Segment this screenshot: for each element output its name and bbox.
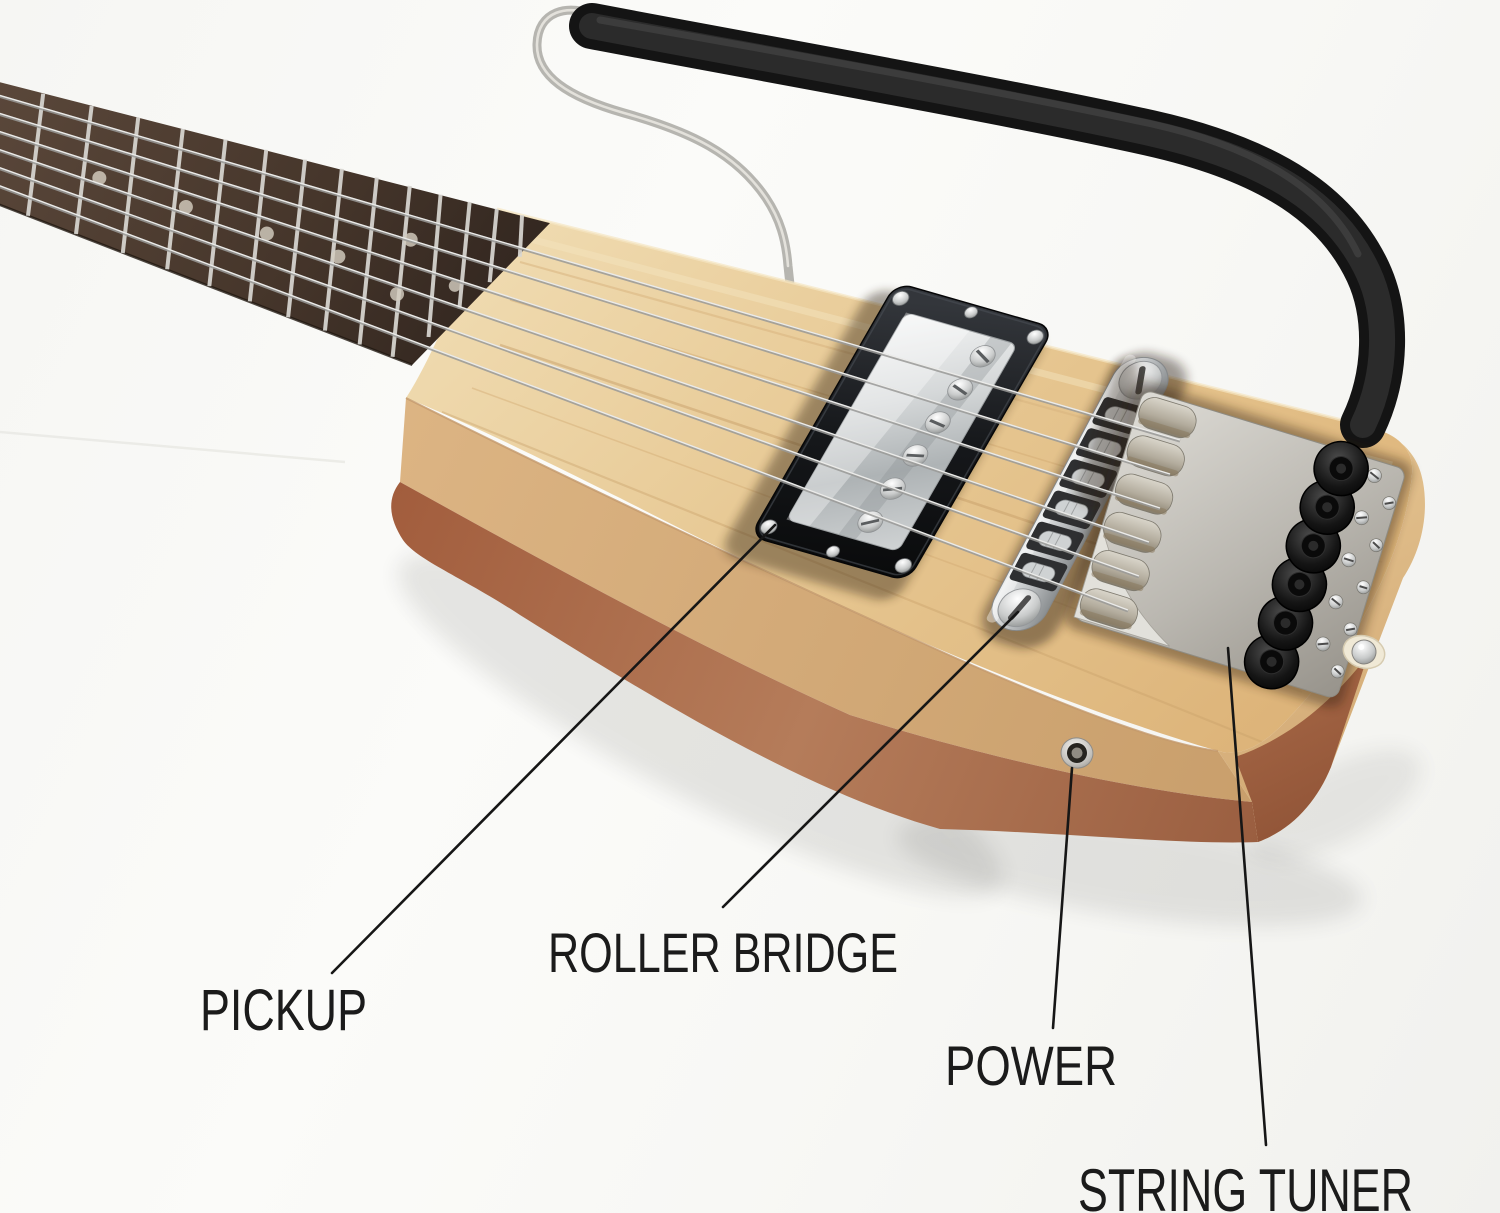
tuner-knob <box>1313 440 1369 497</box>
mount-screw <box>825 545 840 558</box>
guitar-string <box>0 112 1171 475</box>
strap-button-glint <box>1358 644 1365 651</box>
callout-labels: PICKUP ROLLER BRIDGE POWER STRING TUNER <box>200 921 1413 1213</box>
fret <box>120 117 141 254</box>
tuner-recess-shadow <box>1076 360 1142 506</box>
label-string-tuner: STRING TUNER <box>1078 1157 1413 1213</box>
callout-line-string-tuner <box>1226 646 1268 1147</box>
mount-screw <box>894 558 912 573</box>
fret <box>426 194 443 338</box>
string-tuner <box>1064 382 1413 708</box>
callout-line-pickup <box>330 523 777 975</box>
fret <box>487 208 499 283</box>
wire-highlight <box>535 8 790 268</box>
strap-button <box>1342 634 1386 670</box>
guitar-string <box>0 185 1129 611</box>
bridge-post-screw <box>997 588 1042 628</box>
fret-dot <box>448 279 461 292</box>
fret <box>165 128 185 270</box>
jack-center <box>1071 747 1083 759</box>
fretboard-edge <box>0 167 413 367</box>
body-near-edge <box>405 397 1219 752</box>
tuner-screw <box>1354 510 1369 526</box>
guitar-string <box>0 94 1181 443</box>
string-highlight-pass <box>0 94 1181 611</box>
fret-dot <box>178 199 193 214</box>
strap-button-cap <box>1351 639 1377 665</box>
fret-dot <box>92 171 107 186</box>
guitar-string <box>0 167 1140 579</box>
label-power: POWER <box>945 1034 1117 1097</box>
fret-dot <box>259 226 274 241</box>
fretboard <box>0 65 550 365</box>
label-roller-bridge: ROLLER BRIDGE <box>548 921 898 984</box>
guitar-string <box>0 167 1140 577</box>
string-shadow-pass <box>0 94 1181 613</box>
pickup-pole-screws <box>857 345 996 533</box>
fret <box>207 139 228 287</box>
guitar-string <box>0 131 1161 511</box>
mount-screw <box>1026 329 1044 345</box>
guitar-string <box>0 148 1150 543</box>
fret <box>247 149 269 302</box>
guitar-string <box>0 112 1171 477</box>
backdrop-seam <box>0 430 346 464</box>
support-frame-rod <box>569 3 1406 448</box>
tuner-screw <box>1315 636 1331 652</box>
shadow-blob <box>1249 749 1421 861</box>
rod-highlight <box>596 16 1362 258</box>
tuner-screw <box>1382 496 1396 510</box>
callouts <box>330 523 1268 1147</box>
mount-screw <box>964 306 979 319</box>
fret <box>74 105 94 235</box>
tuner-screw <box>1343 622 1358 637</box>
body-end-face <box>1218 427 1425 842</box>
guitar-string <box>0 149 1150 545</box>
support-frame-wire <box>532 5 796 299</box>
tuner-edge-screws <box>1315 468 1396 679</box>
fret-dot <box>390 287 405 302</box>
guitar-string <box>0 185 1129 613</box>
tuner-screw <box>1341 552 1357 568</box>
tuner-screw <box>1330 664 1345 679</box>
fret <box>457 201 472 309</box>
pickup-mount-screws <box>760 291 1044 573</box>
mount-screw <box>892 291 910 306</box>
callout-line-power <box>1051 766 1074 1030</box>
pickup <box>725 285 1049 600</box>
tuner-roller <box>1138 397 1197 439</box>
pole-screw <box>969 345 996 368</box>
callout-line-roller-bridge <box>721 610 1020 909</box>
power-jack <box>1060 737 1094 769</box>
guitar-string <box>0 94 1181 441</box>
tuner-screw <box>1356 580 1371 595</box>
pole-screw <box>924 411 951 434</box>
guitar-string <box>0 130 1161 509</box>
pickup-cover <box>789 313 1015 551</box>
tuner-screw <box>1369 538 1384 553</box>
tuner-knobs <box>1243 440 1369 690</box>
label-pickup: PICKUP <box>200 978 367 1043</box>
fret <box>26 93 46 217</box>
rod-sheen <box>579 13 1396 438</box>
guitar-strings <box>0 94 1181 613</box>
shadow-blob <box>397 553 1003 897</box>
fret-dot <box>331 249 346 264</box>
body-side-mahogany <box>391 482 1258 843</box>
tuner-screw <box>1328 594 1344 610</box>
